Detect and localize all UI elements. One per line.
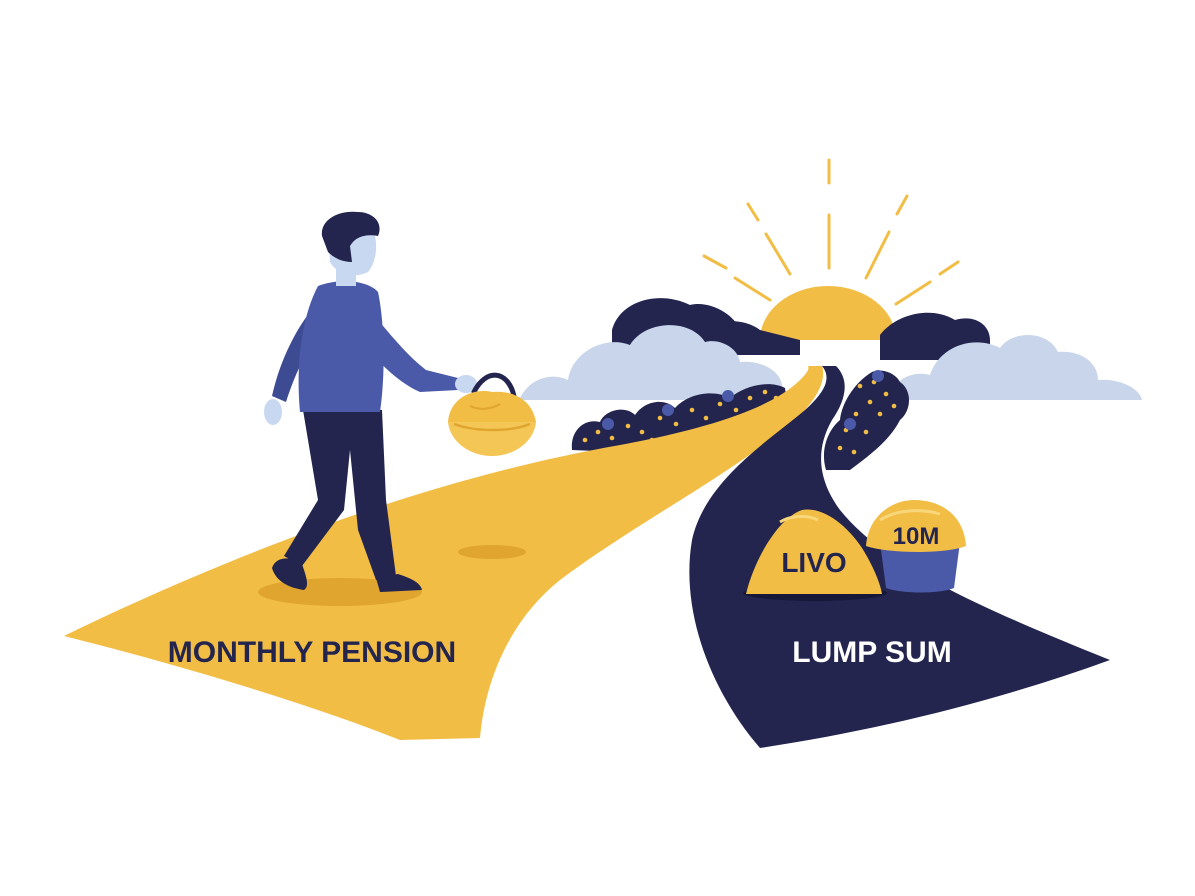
person-icon	[264, 211, 477, 592]
path-spot	[458, 545, 526, 559]
pile-left-label: LIVO	[781, 547, 846, 578]
sun-rays	[702, 158, 960, 306]
lump-sum-label: LUMP SUM	[792, 636, 951, 669]
money-pot-icon: 10M	[866, 500, 966, 593]
pile-right-label: 10M	[893, 523, 940, 550]
lump-sum-path	[689, 366, 1110, 748]
bush-icon	[823, 370, 909, 470]
money-pile-icon: LIVO	[743, 509, 887, 601]
monthly-pension-label: MONTHLY PENSION	[168, 636, 456, 669]
basket-icon	[448, 372, 536, 456]
cloud-icon	[520, 325, 1142, 400]
monthly-pension-path	[64, 366, 824, 740]
sun-icon	[760, 286, 896, 340]
